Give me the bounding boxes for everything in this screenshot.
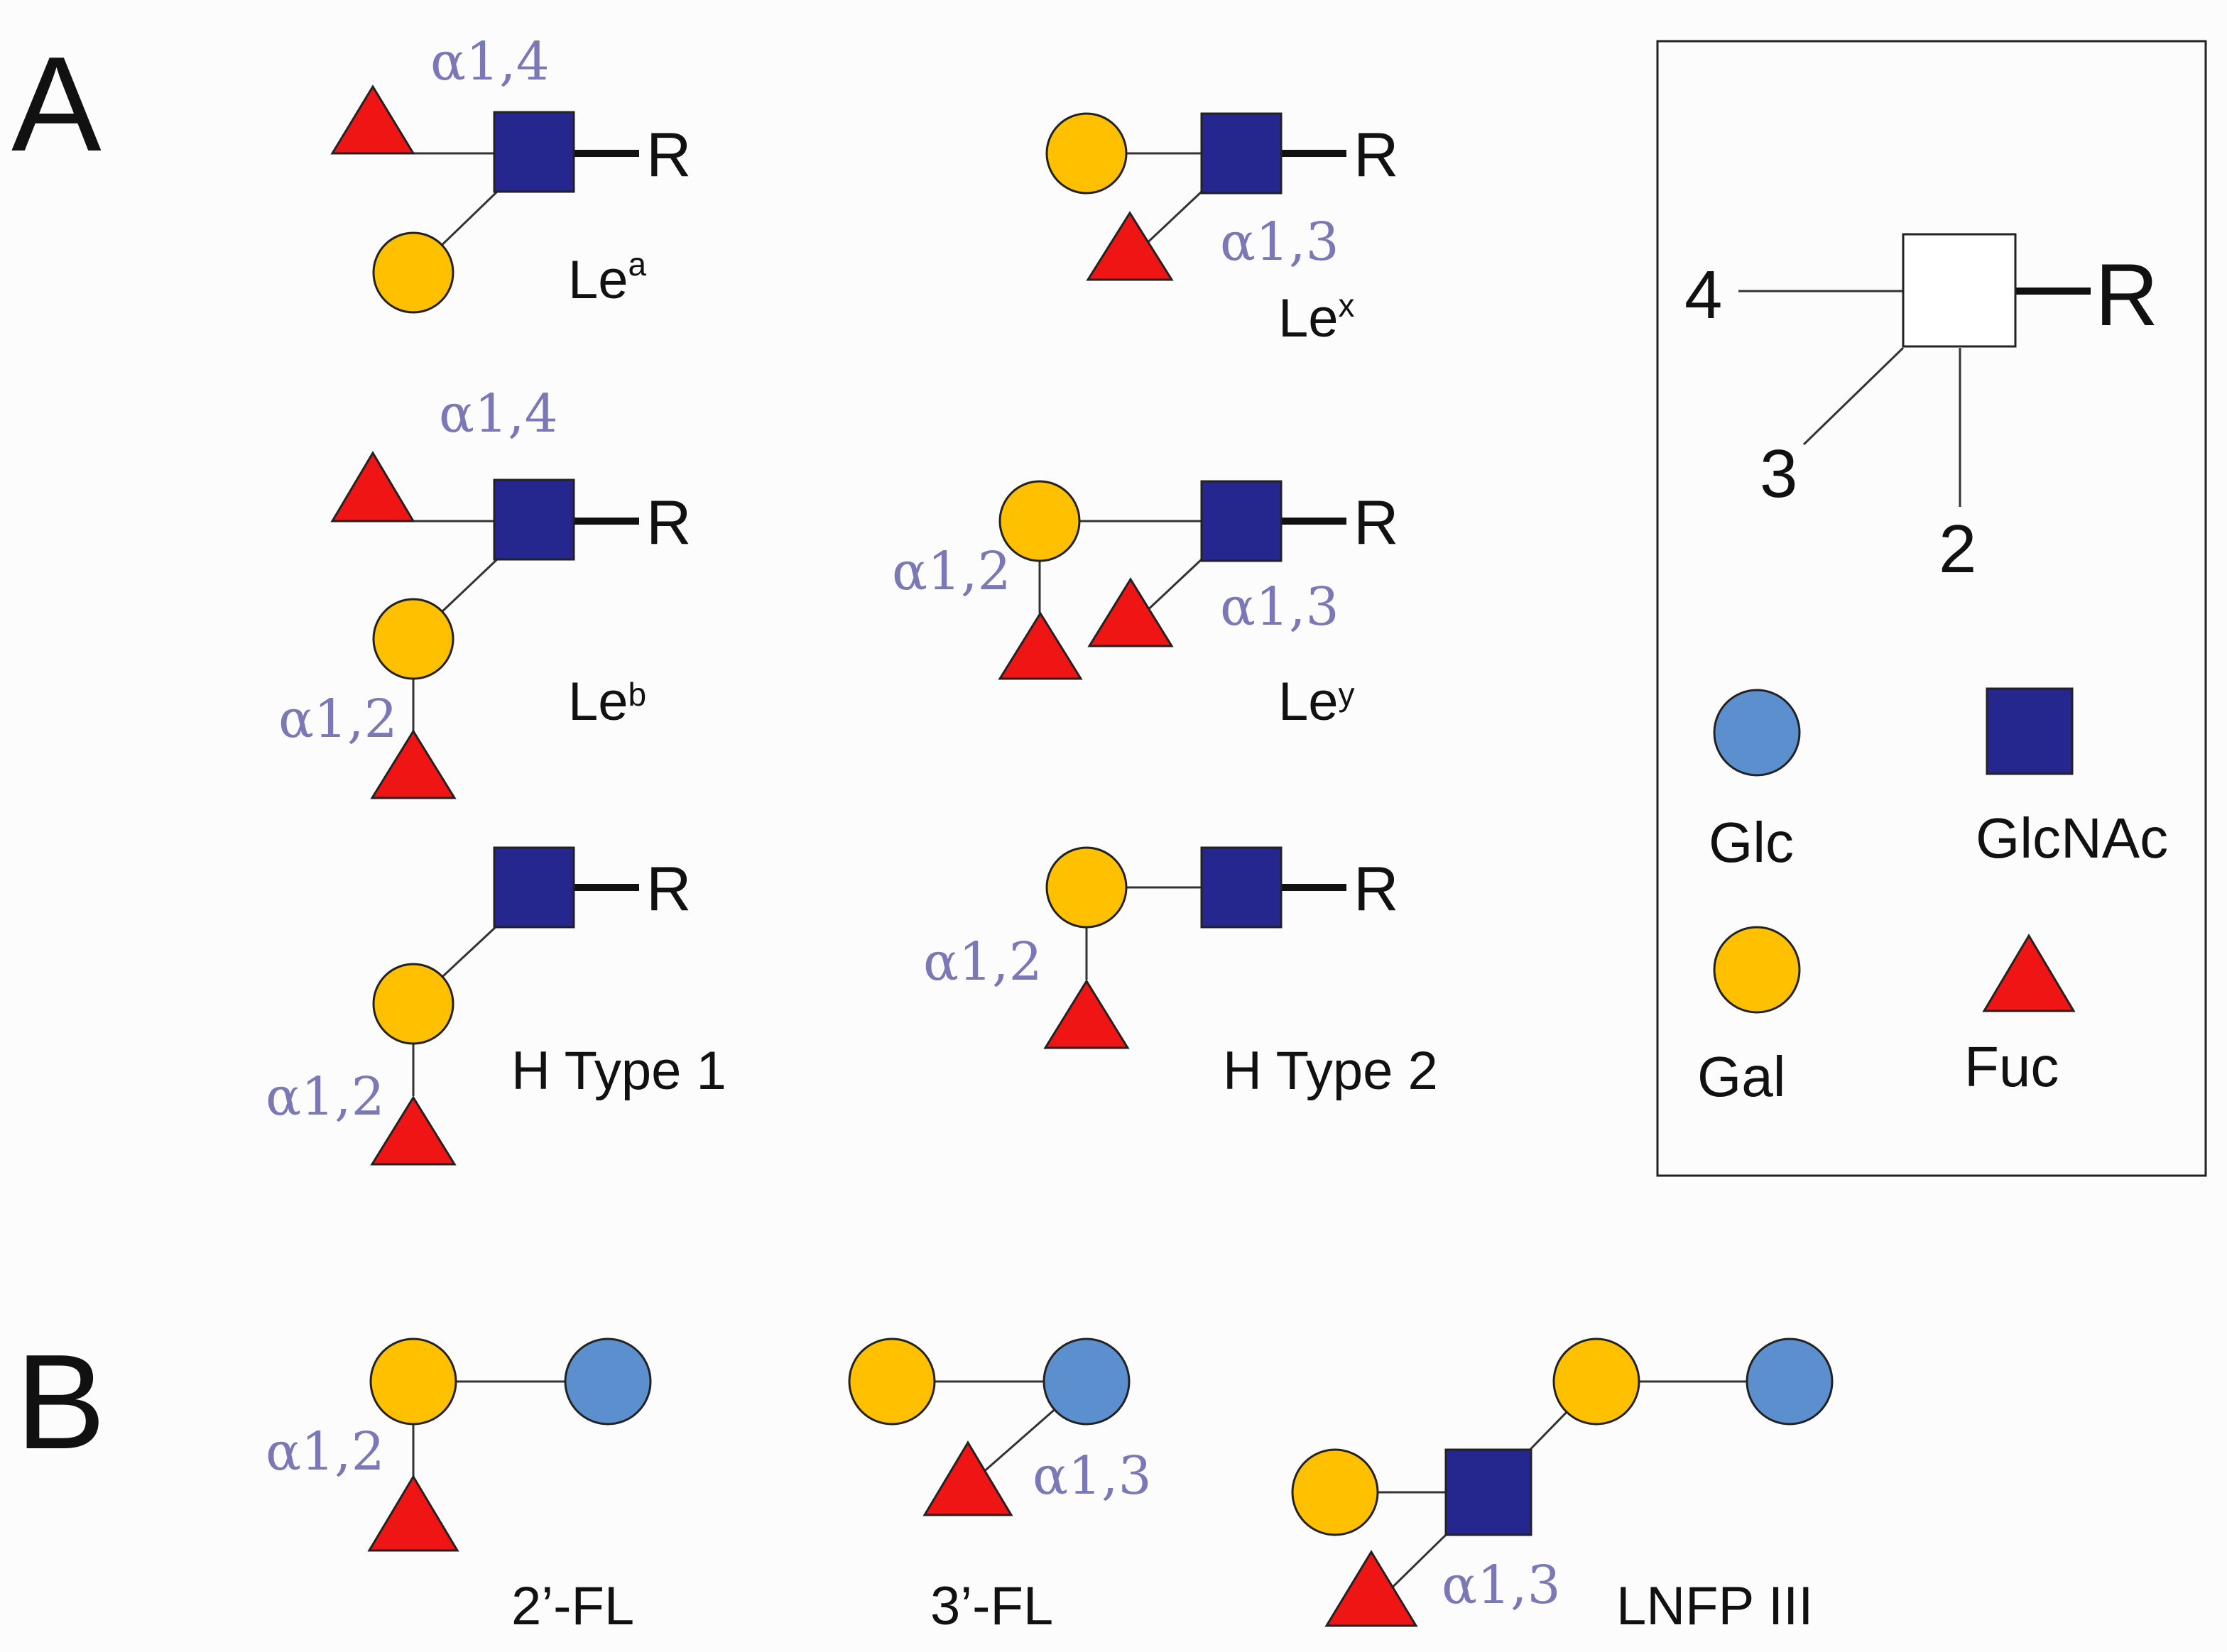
structure-h-type-2: R α1,2 H Type 2 xyxy=(923,846,1438,1101)
fucose-triangle xyxy=(998,611,1083,680)
legend-box: 4 3 2 R Glc GlcNAc Gal Fuc xyxy=(1656,40,2207,1177)
structure-name: H Type 1 xyxy=(511,1041,726,1101)
fucose-triangle xyxy=(330,84,415,155)
structure-name: LNFP III xyxy=(1616,1576,1813,1636)
structure-lex: R α1,3 Lex xyxy=(1045,112,1399,349)
structure-name: 2’-FL xyxy=(511,1576,634,1636)
glucose-circle xyxy=(1042,1338,1131,1426)
galactose-circle xyxy=(1045,846,1128,929)
position-2-label: 2 xyxy=(1939,511,1976,587)
glcnac-square xyxy=(1200,480,1283,562)
root-r-label: R xyxy=(1354,487,1399,557)
glucose-circle xyxy=(564,1338,652,1426)
linkage-label: α1,3 xyxy=(1220,212,1339,273)
root-r-label: R xyxy=(1354,853,1399,924)
structure-name: Leb xyxy=(568,672,646,732)
galactose-circle xyxy=(372,598,454,680)
glcnac-square xyxy=(1200,112,1283,195)
legend-fuc-label: Fuc xyxy=(1964,1035,2059,1098)
linkage-label: α1,2 xyxy=(923,931,1042,992)
fucose-triangle xyxy=(1043,979,1130,1049)
glucose-circle xyxy=(1713,689,1801,777)
structure-name: H Type 2 xyxy=(1223,1041,1438,1101)
linkage-label: α1,2 xyxy=(278,689,398,750)
structure-ley: R α1,2 α1,3 Ley xyxy=(892,480,1399,732)
legend-glc-label: Glc xyxy=(1709,811,1794,874)
galactose-circle xyxy=(369,1338,457,1426)
structure-2-fl: α1,2 2’-FL xyxy=(266,1338,652,1636)
fucose-triangle xyxy=(367,1475,459,1552)
structure-name: Lea xyxy=(568,246,647,310)
glcnac-square xyxy=(493,478,575,561)
galactose-circle xyxy=(1045,112,1128,195)
linkage-label: α1,2 xyxy=(892,541,1011,602)
galactose-circle xyxy=(1552,1338,1640,1426)
glcnac-square xyxy=(493,111,575,193)
linkage-label: α1,4 xyxy=(430,31,550,92)
legend-gal-label: Gal xyxy=(1697,1045,1786,1108)
root-r-label: R xyxy=(646,853,692,924)
linkage-label: α1,3 xyxy=(1220,576,1339,638)
galactose-circle xyxy=(372,231,454,314)
fucose-triangle xyxy=(330,451,415,523)
glcnac-square xyxy=(1200,846,1283,929)
fucose-triangle xyxy=(1982,934,2076,1012)
position-4-label: 4 xyxy=(1684,257,1722,333)
linkage-label: α1,4 xyxy=(439,383,558,444)
glcnac-square xyxy=(1444,1448,1532,1536)
linkage-label: α1,2 xyxy=(266,1421,385,1482)
galactose-circle xyxy=(372,963,454,1045)
structure-lnfp-iii: α1,3 LNFP III xyxy=(1291,1338,1834,1636)
position-3-label: 3 xyxy=(1760,436,1797,512)
structure-3-fl: α1,3 3’-FL xyxy=(848,1338,1152,1636)
structure-h-type-1: R α1,2 H Type 1 xyxy=(266,846,726,1166)
glcnac-square xyxy=(493,846,575,929)
legend-r-label: R xyxy=(2095,246,2159,344)
structure-name: Lex xyxy=(1278,287,1355,349)
glcnac-square xyxy=(1986,687,2074,775)
structure-name: Ley xyxy=(1278,672,1355,732)
panel-b-letter: B xyxy=(16,1327,106,1477)
linkage-label: α1,3 xyxy=(1033,1445,1152,1506)
galactose-circle xyxy=(1713,926,1801,1014)
root-r-label: R xyxy=(646,487,692,557)
structure-lea: R α1,4 Lea xyxy=(330,31,692,314)
linkage-label: α1,3 xyxy=(1442,1555,1561,1616)
fucose-triangle xyxy=(1086,211,1174,281)
root-r-label: R xyxy=(1354,119,1399,190)
structure-name: 3’-FL xyxy=(930,1576,1053,1636)
fucose-triangle xyxy=(370,729,457,799)
fucose-triangle xyxy=(370,1095,457,1166)
galactose-circle xyxy=(998,480,1081,562)
linkage-label: α1,2 xyxy=(266,1066,385,1127)
generic-residue-square xyxy=(1902,233,2017,348)
panel-a-letter: A xyxy=(11,29,102,180)
glucose-circle xyxy=(1746,1338,1834,1426)
fucose-triangle xyxy=(1087,577,1174,647)
galactose-circle xyxy=(848,1338,936,1426)
fucose-triangle xyxy=(922,1440,1013,1516)
galactose-circle xyxy=(1291,1448,1379,1536)
root-r-label: R xyxy=(646,119,692,190)
legend-glcnac-label: GlcNAc xyxy=(1976,806,2168,870)
fucose-triangle xyxy=(1324,1550,1418,1627)
structure-leb: R α1,4 α1,2 Leb xyxy=(278,383,692,799)
